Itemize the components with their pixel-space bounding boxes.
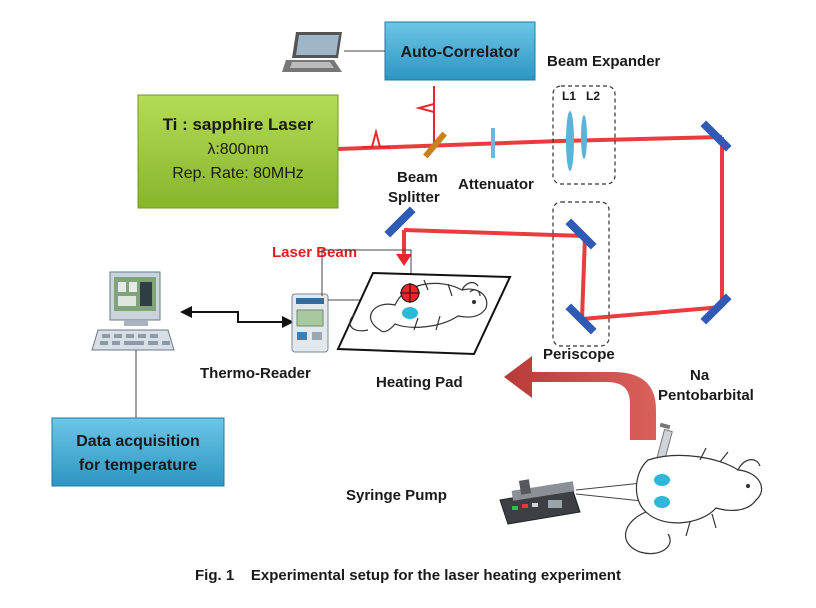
mirror-top-right <box>700 120 732 152</box>
mirror-periscope-bottom <box>565 303 597 335</box>
laser-box <box>137 94 339 209</box>
laser-pulse <box>362 128 390 148</box>
laser-title: Ti : sapphire Laser <box>163 115 314 134</box>
mouse-bottom <box>624 447 762 555</box>
lens-l2-label: L2 <box>586 89 600 103</box>
na-label-2: Pentobarbital <box>658 387 754 404</box>
transfer-arrow <box>504 356 656 440</box>
lens-l2 <box>581 115 587 159</box>
na-label-1: Na <box>690 367 710 384</box>
data-acquisition-label-2: for temperature <box>79 457 197 474</box>
laser-beam-path <box>337 135 724 321</box>
syringe-pump-device <box>499 479 581 525</box>
thermo-reader-device <box>291 293 329 353</box>
data-acquisition-label-1: Data acquisition <box>76 433 200 450</box>
thermo-reader-label: Thermo-Reader <box>200 365 311 382</box>
mirrors <box>384 120 732 335</box>
injection-spot-1 <box>654 474 670 486</box>
split-pulse <box>415 86 435 122</box>
lens-l1 <box>566 111 574 171</box>
data-link-arrow <box>188 311 286 323</box>
auto-correlator-label: Auto-Correlator <box>400 44 519 61</box>
laptop-icon <box>282 32 342 72</box>
heating-pad-label: Heating Pad <box>376 374 463 391</box>
periscope-label: Periscope <box>543 346 615 363</box>
data-acquisition-box <box>51 417 225 487</box>
beam-expander-label: Beam Expander <box>547 53 661 70</box>
figure-caption: Fig. 1 Experimental setup for the laser … <box>195 567 621 584</box>
data-link-arrowhead-left <box>180 306 192 318</box>
beam-splitter-plate <box>423 131 447 159</box>
laser-beam-arrowhead <box>396 254 412 266</box>
mirror-left <box>384 206 416 238</box>
data-link-arrowhead-right <box>282 316 294 328</box>
mirror-periscope-top <box>565 218 597 250</box>
laser-rep-rate: Rep. Rate: 80MHz <box>172 165 304 182</box>
injection-spot-2 <box>654 496 670 508</box>
laser-wavelength: λ:800nm <box>207 141 268 158</box>
beam-splitter-label-2: Splitter <box>388 189 440 206</box>
auto-correlator-box <box>384 21 536 81</box>
mouse-on-pad <box>349 279 488 333</box>
beam-expander-box <box>552 85 616 185</box>
beam-splitter-label-1: Beam <box>397 169 438 186</box>
lens-l1-label: L1 <box>562 89 576 103</box>
reference-spot <box>402 307 418 319</box>
attenuator-element <box>491 128 495 158</box>
periscope-box <box>552 201 610 347</box>
mirror-bottom-right <box>700 293 732 325</box>
laser-beam-label: Laser Beam <box>272 244 357 261</box>
syringe-pump-label: Syringe Pump <box>346 487 447 504</box>
attenuator-label: Attenuator <box>458 176 534 193</box>
computer-icon <box>91 271 175 351</box>
